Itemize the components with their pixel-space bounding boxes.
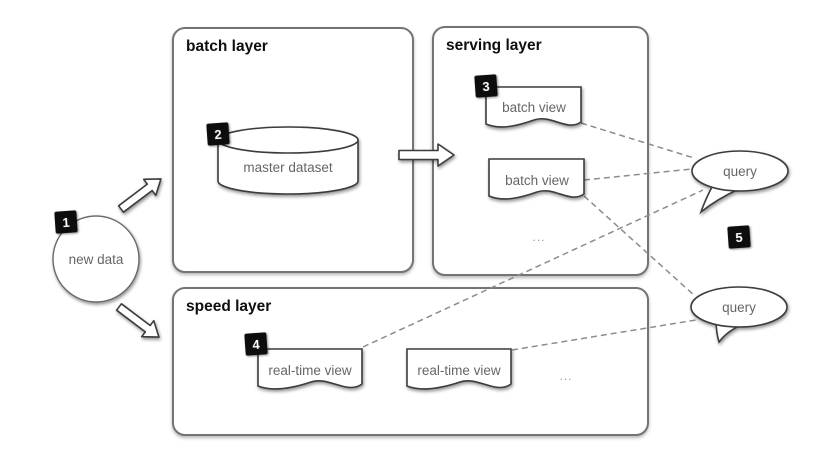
badge-2: 2 [206, 122, 230, 146]
query-top-bubble [691, 150, 789, 215]
badge-2-square [206, 122, 230, 146]
query-bottom-bubble [690, 286, 788, 344]
badge-4: 4 [244, 332, 268, 356]
edge-realtime-view-1-to-query-top [362, 189, 704, 348]
badge-5: 5 [727, 225, 751, 249]
realtime-view-2-label: real-time view [417, 363, 501, 378]
query-top-ellipse [691, 150, 789, 192]
edge-realtime-view-2-to-query-bottom [511, 319, 697, 351]
edge-batch-view-2-to-query-bottom [583, 195, 696, 297]
query-bottom-label: query [722, 300, 756, 315]
cylinder-top [217, 126, 359, 154]
speed-ellipsis: ... [559, 369, 572, 383]
badge-1-square [54, 210, 78, 234]
badge-3-number: 3 [482, 79, 490, 94]
badge-3-square [474, 74, 498, 98]
realtime-view-1-label: real-time view [268, 363, 352, 378]
flow-arrow-new-data-to-speed [115, 303, 160, 338]
batch-layer-title: batch layer [186, 38, 268, 55]
realtime-view-2-doc [406, 348, 512, 390]
badge-1-number: 1 [62, 215, 70, 230]
badge-2-number: 2 [214, 127, 222, 142]
query-top-label: query [723, 164, 757, 179]
edge-batch-view-2-to-query-top [583, 168, 693, 181]
new-data-label: new data [69, 252, 124, 267]
cylinder-body [217, 140, 359, 195]
speed-layer-title: speed layer [186, 298, 271, 315]
badge-5-number: 5 [735, 230, 743, 245]
realtime-view-1-doc [257, 348, 363, 390]
flow-arrow-batch-to-serving [398, 143, 455, 167]
badge-5-square [727, 225, 751, 249]
query-bottom-ellipse [690, 286, 788, 328]
master-dataset-label: master dataset [243, 160, 333, 175]
serving-ellipsis: ... [532, 230, 545, 244]
batch-view-2-doc [488, 158, 585, 200]
serving-layer-title: serving layer [446, 37, 542, 54]
new-data-circle [52, 215, 140, 303]
batch-view-1-label: batch view [502, 100, 566, 115]
badge-3: 3 [474, 74, 498, 98]
batch-view-1-doc [485, 86, 582, 128]
flow-arrow-new-data-to-batch [117, 178, 162, 213]
badge-1: 1 [54, 210, 78, 234]
batch-view-2-label: batch view [505, 173, 569, 188]
badge-4-square [244, 332, 268, 356]
badge-4-number: 4 [252, 337, 261, 353]
